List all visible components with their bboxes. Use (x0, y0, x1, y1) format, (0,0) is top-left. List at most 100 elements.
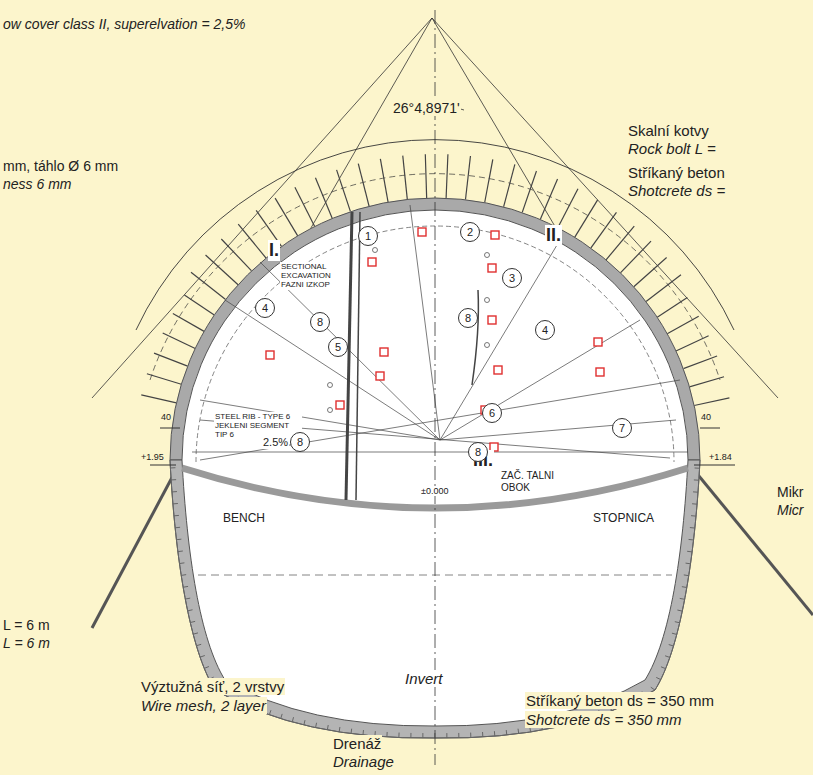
mesh-tick (327, 725, 329, 730)
callout-circle: 8 (458, 308, 478, 328)
label: mm, táhlo Ø 6 mm (2, 158, 119, 174)
mesh-tick (675, 622, 680, 623)
survey-marker (418, 228, 426, 236)
callout-circle: 5 (328, 337, 348, 357)
rock-bolt (606, 226, 634, 260)
mesh-tick (181, 574, 186, 576)
survey-marker (336, 401, 344, 409)
label: L = 6 m (2, 617, 51, 633)
mesh-tick (188, 610, 193, 611)
label: ZAČ. TALNI OBOK (500, 470, 562, 493)
callout-circle: 3 (502, 268, 522, 288)
mesh-tick (304, 720, 305, 725)
mesh-tick (204, 667, 209, 669)
mesh-tick (693, 491, 698, 492)
mesh-tick (422, 733, 423, 738)
mesh-tick (196, 644, 201, 645)
mesh-tick (316, 723, 317, 728)
callout-circle: 6 (482, 403, 502, 423)
mesh-tick (175, 527, 180, 529)
excavation-division (346, 212, 478, 500)
callout-number: 8 (475, 447, 481, 458)
rock-bolt (141, 395, 176, 403)
survey-marker (376, 372, 384, 380)
rock-bolt (206, 255, 239, 285)
survey-markers (266, 228, 604, 451)
survey-marker (266, 351, 274, 359)
mesh-tick (665, 656, 670, 658)
mesh-tick (446, 733, 447, 738)
survey-marker (596, 368, 604, 376)
mesh-tick (386, 732, 387, 737)
mesh-tick (172, 491, 177, 492)
mesh-tick (178, 551, 183, 553)
label: Wire mesh, 2 layer (140, 697, 267, 714)
mesh-tick (292, 717, 293, 722)
callout-circle: 2 (460, 222, 480, 242)
callout-circle: 4 (255, 298, 275, 318)
rock-bolt (540, 179, 557, 219)
mesh-tick (171, 479, 176, 480)
rock-bolt (337, 170, 351, 212)
rock-bolt (154, 353, 188, 366)
survey-marker (380, 348, 388, 356)
mesh-tick (661, 667, 666, 669)
label: ±0.000 (420, 486, 449, 496)
mesh-tick (183, 586, 188, 588)
label: BENCH (222, 512, 266, 526)
rock-bolt (315, 178, 332, 219)
mesh-tick (185, 598, 190, 600)
callout-circle: 7 (612, 418, 632, 438)
mesh-tick (677, 610, 682, 611)
rock-bolt (522, 171, 536, 213)
callout-number: 8 (317, 317, 323, 328)
mesh-tick (410, 733, 411, 738)
rock-bolt (575, 200, 598, 238)
label: Invert (404, 670, 444, 687)
rock-bolt (689, 377, 724, 387)
callout-number: 3 (509, 273, 515, 284)
mesh-tick (179, 562, 184, 564)
survey-marker (488, 316, 496, 324)
mesh-tick (518, 729, 520, 734)
monitoring-points (328, 248, 490, 413)
mesh-tick (684, 574, 689, 576)
survey-marker (494, 366, 502, 374)
rock-bolt (403, 156, 408, 200)
label: Rock bolt L = (627, 140, 717, 157)
label: I. (268, 240, 280, 261)
label: Drenáž (332, 735, 382, 752)
rock-bolt (591, 212, 617, 248)
mesh-tick (669, 645, 674, 646)
mesh-tick (695, 467, 700, 468)
mesh-tick (200, 656, 205, 658)
rock-bolt (173, 314, 204, 332)
mesh-tick (176, 539, 181, 541)
centerline (435, 10, 436, 765)
rock-bolt (275, 198, 298, 236)
mesh-tick (690, 527, 695, 529)
rock-bolt (694, 398, 729, 406)
label: +1.95 (140, 452, 165, 462)
mesh-tick (269, 710, 271, 715)
rock-bolt (657, 298, 687, 318)
callout-number: 4 (262, 303, 268, 314)
label: Shotcrete ds = (627, 182, 726, 199)
callout-circle: 8 (468, 442, 488, 462)
callout-circle: 8 (290, 432, 310, 452)
rock-bolt (634, 257, 667, 286)
label: Skalní kotvy (627, 122, 710, 139)
rock-bolt (646, 275, 681, 302)
label: Shotcrete ds = 350 mm (525, 711, 683, 728)
rock-bolt (147, 374, 181, 385)
mesh-tick (692, 503, 697, 504)
mesh-tick (193, 633, 198, 634)
mesh-tick (190, 621, 195, 622)
mesh-tick (482, 732, 483, 737)
label: II. (545, 225, 562, 246)
rock-bolt (620, 241, 651, 273)
rock-bolt (221, 239, 251, 271)
mesh-tick (689, 539, 694, 541)
survey-marker (488, 264, 496, 272)
